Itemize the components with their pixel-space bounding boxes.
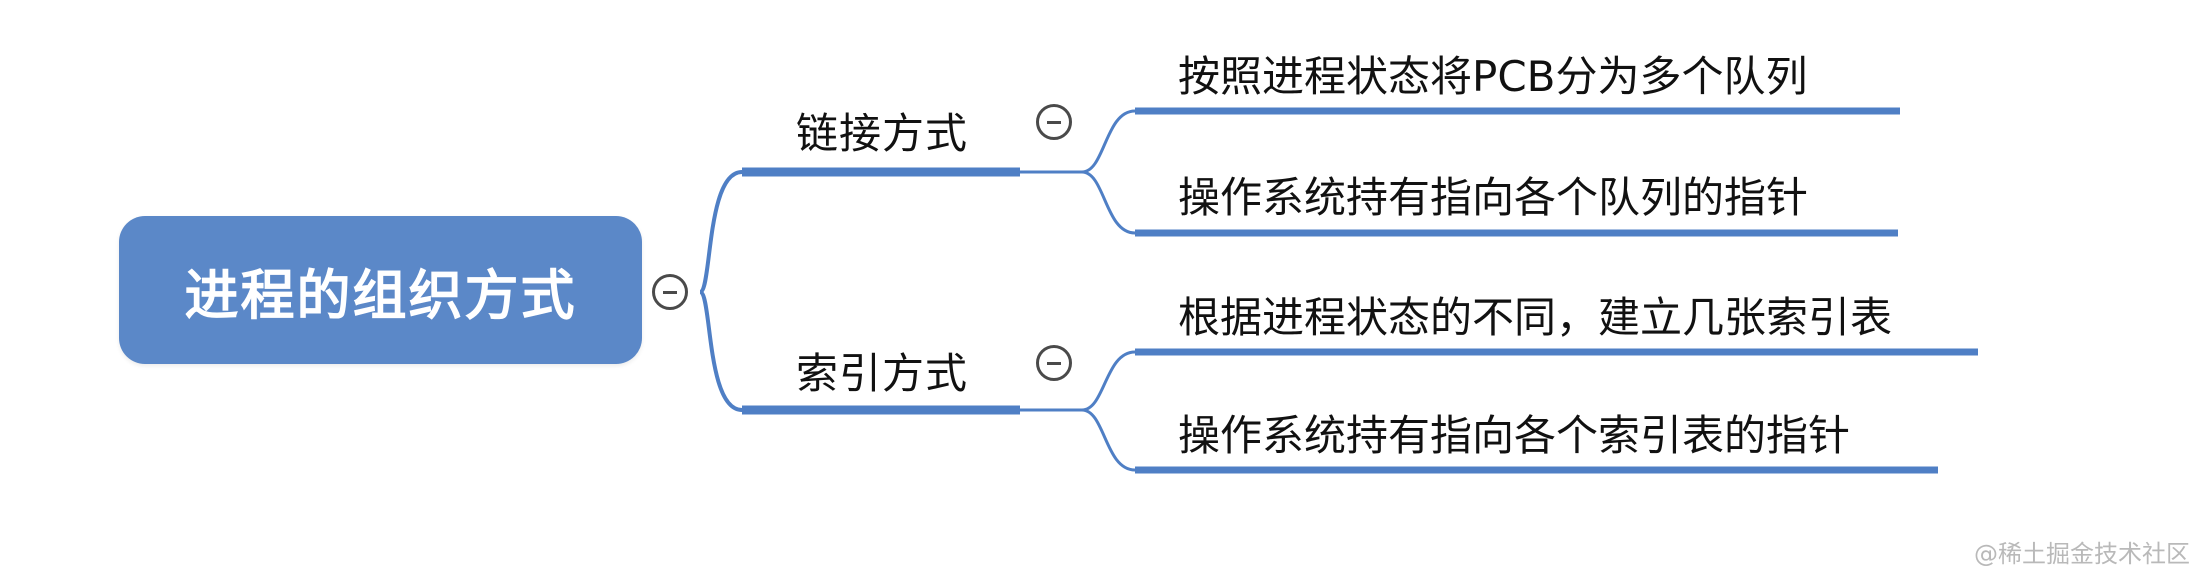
- minus-icon: [663, 290, 677, 294]
- branch-node-indexed[interactable]: 索引方式: [795, 349, 968, 398]
- leaf-node-indexed-2[interactable]: 操作系统持有指向各个索引表的指针: [1178, 411, 1851, 460]
- leaf-node-linked-1[interactable]: 按照进程状态将PCB分为多个队列: [1178, 52, 1808, 101]
- connector-root-branch-2: [698, 290, 743, 412]
- minus-icon: [1047, 120, 1061, 124]
- root-collapse-toggle[interactable]: [652, 274, 688, 310]
- connector-branch-2-leaf-2: [1081, 408, 1136, 472]
- root-node[interactable]: 进程的组织方式: [119, 216, 642, 364]
- connector-branch-2-leaf-1: [1081, 350, 1136, 412]
- branch-node-linked[interactable]: 链接方式: [795, 109, 968, 158]
- branch-1-collapse-toggle[interactable]: [1036, 104, 1072, 140]
- root-node-label: 进程的组织方式: [184, 263, 577, 327]
- connector-branch-1-leaf-1: [1081, 109, 1136, 174]
- connector-root-branch-1: [698, 170, 743, 294]
- connector-branch-1-leaf-2: [1081, 170, 1136, 235]
- leaf-node-indexed-1[interactable]: 根据进程状态的不同，建立几张索引表: [1178, 293, 1893, 342]
- minus-icon: [1047, 361, 1061, 365]
- branch-2-collapse-toggle[interactable]: [1036, 345, 1072, 381]
- leaf-node-linked-2[interactable]: 操作系统持有指向各个队列的指针: [1178, 173, 1809, 222]
- watermark-text: @稀土掘金技术社区: [1974, 540, 2190, 568]
